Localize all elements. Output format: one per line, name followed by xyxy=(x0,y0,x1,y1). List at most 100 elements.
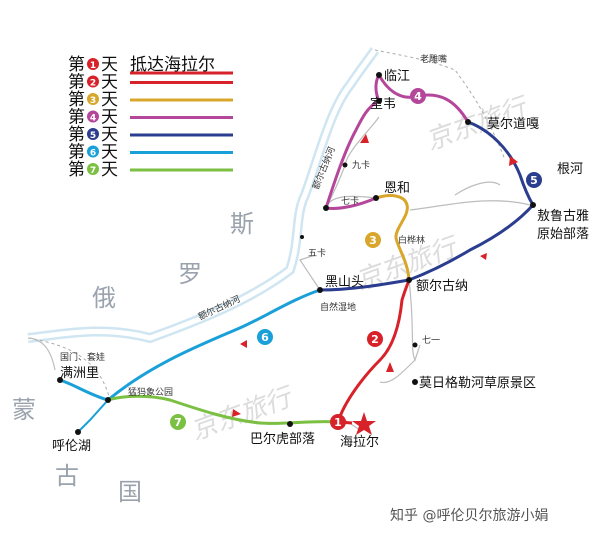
place-dot xyxy=(287,421,293,427)
border-line xyxy=(374,49,506,161)
region-gu: 古 xyxy=(55,462,79,490)
place-dot xyxy=(105,397,111,403)
label-aoluguya-2: 原始部落 xyxy=(537,227,589,242)
legend-day-prefix: 第 xyxy=(68,55,85,75)
label-manzhouli: 满洲里 xyxy=(60,366,99,381)
legend-day-suffix: 天 xyxy=(101,90,118,110)
label-genhe: 根河 xyxy=(557,162,583,177)
place-dot xyxy=(75,429,81,435)
place-dots xyxy=(57,72,536,435)
marker-day4 xyxy=(410,88,426,104)
route-day6-branch xyxy=(77,399,109,433)
legend-day-suffix: 天 xyxy=(101,55,118,75)
marker-day2 xyxy=(367,331,383,347)
label-mengmaxiang: 猛犸象公园 xyxy=(128,386,173,398)
legend-day-badge xyxy=(87,75,99,88)
direction-arrows xyxy=(232,134,518,417)
place-dot xyxy=(376,98,382,104)
label-baerhu: 巴尔虎部落 xyxy=(250,432,315,447)
legend-day-badge xyxy=(87,110,99,123)
place-dot xyxy=(342,162,348,168)
legend-day-suffix: 天 xyxy=(101,73,118,93)
label-qiyi: 七一 xyxy=(422,335,440,346)
legend-day-badge xyxy=(87,58,99,70)
label-erguna: 额尔古纳 xyxy=(416,279,468,294)
legend-day-prefix: 第 xyxy=(68,143,85,163)
marker-day7 xyxy=(170,414,186,430)
legend-day-number: 3 xyxy=(90,96,96,106)
label-morigele: 莫日格勒河草原景区 xyxy=(419,375,536,391)
legend-day-number: 1 xyxy=(90,61,96,71)
label-hulunhu: 呼伦湖 xyxy=(52,439,91,454)
legend-day-suffix: 天 xyxy=(101,108,118,128)
border-river-inner xyxy=(27,48,378,341)
arrow-icon xyxy=(360,134,369,143)
route-day2 xyxy=(336,279,411,423)
route-day5 xyxy=(319,120,535,292)
day-markers: 1 2 3 4 5 6 7 xyxy=(170,88,542,430)
marker-day5 xyxy=(526,172,542,188)
region-meng: 蒙 xyxy=(12,396,36,424)
marker-day2-number: 2 xyxy=(371,333,379,346)
place-dot xyxy=(530,202,536,208)
route-day7 xyxy=(107,394,339,425)
credit-text: 知乎 @呼伦贝尔旅游小娟 xyxy=(390,507,548,524)
label-qika: 七卡 xyxy=(341,195,359,207)
label-baihualin: 白桦林 xyxy=(398,234,425,246)
marker-day6-number: 6 xyxy=(261,331,269,344)
arrow-icon xyxy=(232,409,241,417)
marker-day5-number: 5 xyxy=(530,174,538,187)
legend-day-prefix: 第 xyxy=(68,160,85,180)
place-dot xyxy=(300,235,304,239)
label-wuka: 五卡 xyxy=(308,247,326,259)
legend-day-badge xyxy=(87,128,99,140)
legend-day-suffix: 天 xyxy=(101,160,118,180)
place-dot xyxy=(323,205,329,211)
region-luo: 罗 xyxy=(178,260,202,288)
legend-day-note: 抵达海拉尔 xyxy=(130,55,215,75)
place-dot xyxy=(373,195,379,201)
marker-day1-number: 1 xyxy=(334,416,342,429)
place-dot xyxy=(57,377,63,383)
route-day6 xyxy=(59,288,321,402)
legend-day-prefix: 第 xyxy=(68,90,85,110)
legend-day-number: 4 xyxy=(90,114,96,124)
arrow-icon xyxy=(509,156,518,166)
label-aoluguya-1: 敖鲁古雅 xyxy=(537,208,589,224)
place-dot xyxy=(465,119,471,125)
marker-day1 xyxy=(330,414,346,430)
legend-day-prefix: 第 xyxy=(68,125,85,145)
marker-day6 xyxy=(257,329,273,345)
legend-day-number: 2 xyxy=(90,79,96,89)
label-heishantou: 黑山头 xyxy=(325,275,364,290)
legend-day-number: 7 xyxy=(90,166,96,176)
label-laodiaozui: 老雕嘴 xyxy=(420,53,447,65)
label-linjiang: 临江 xyxy=(384,69,410,84)
arrow-icon xyxy=(240,340,247,348)
legend-day-number: 6 xyxy=(90,149,96,159)
label-ziranshidi: 自然湿地 xyxy=(320,301,356,313)
place-dot xyxy=(412,379,418,385)
legend-day-badge xyxy=(87,145,99,158)
label-enhe: 恩和 xyxy=(384,181,410,196)
place-dot xyxy=(317,287,323,293)
marker-day3 xyxy=(365,232,381,248)
hailaer-star-icon xyxy=(352,412,376,435)
legend-day-prefix: 第 xyxy=(68,73,85,93)
legend-day-badge xyxy=(87,163,99,175)
label-moerdaoga: 莫尔道嘎 xyxy=(487,117,539,132)
place-dot xyxy=(376,72,382,78)
legend-day-prefix: 第 xyxy=(68,108,85,128)
label-guomen: 国门、套娃 xyxy=(60,351,105,363)
legend-day-suffix: 天 xyxy=(101,125,118,145)
place-dot xyxy=(406,277,412,283)
legend-day-badge xyxy=(87,93,99,105)
region-si: 斯 xyxy=(230,210,254,238)
